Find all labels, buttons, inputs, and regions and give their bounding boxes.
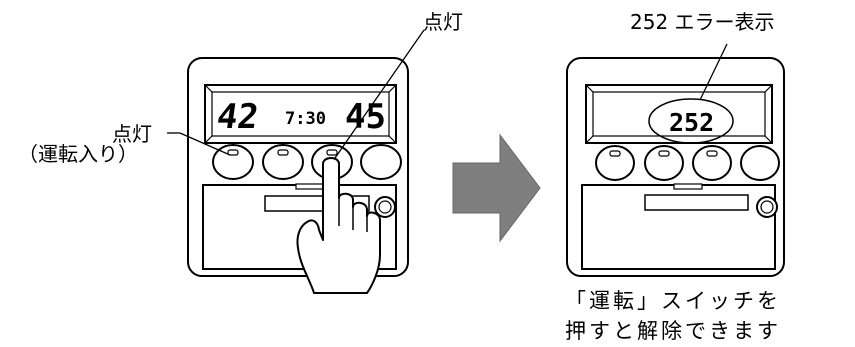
error-code-highlight <box>648 98 734 144</box>
left-button-1-led <box>227 149 239 156</box>
left-button-3-led <box>326 149 338 156</box>
left-button-4[interactable] <box>360 144 402 180</box>
right-caption-line1: 「運転」スイッチを <box>565 289 781 313</box>
left-display: 42 7:30 45 <box>204 84 397 144</box>
transition-arrow <box>452 133 541 243</box>
left-label-side-line2: （運転入り） <box>18 142 138 166</box>
left-cover-tab <box>295 183 325 190</box>
pressing-hand-icon <box>296 157 381 294</box>
right-display-error-code: 252 <box>669 108 714 137</box>
right-button-1-led <box>609 150 621 157</box>
right-button-1[interactable] <box>595 145 635 181</box>
left-button-1[interactable] <box>212 144 254 180</box>
left-display-setpoint: 45 <box>345 97 386 137</box>
left-button-2[interactable] <box>262 144 304 180</box>
left-button-2-led <box>277 149 289 156</box>
right-controller: 252 <box>566 43 785 277</box>
left-display-temp: 42 <box>214 97 261 137</box>
left-label-side-line1: 点灯 <box>112 122 152 146</box>
left-leader-top <box>334 29 425 159</box>
right-caption-line2: 押すと解除できます <box>565 319 781 343</box>
left-display-time: 7:30 <box>285 109 326 129</box>
right-button-3[interactable] <box>692 145 732 181</box>
right-button-4[interactable] <box>740 145 780 181</box>
left-leader-side-2 <box>179 132 231 156</box>
right-buttons <box>595 145 780 181</box>
right-button-2-led <box>658 150 670 157</box>
right-display: 252 <box>585 84 773 144</box>
right-cover-slot <box>644 194 749 211</box>
right-label-top: 252 エラー表示 <box>630 10 775 34</box>
right-leader-top <box>699 43 728 101</box>
right-cover-tab <box>673 183 703 190</box>
right-button-3-led <box>706 150 718 157</box>
right-lower-cover <box>581 183 778 270</box>
left-label-top: 点灯 <box>423 10 463 34</box>
left-controller: 42 7:30 45 <box>167 29 425 294</box>
right-button-2[interactable] <box>644 145 684 181</box>
